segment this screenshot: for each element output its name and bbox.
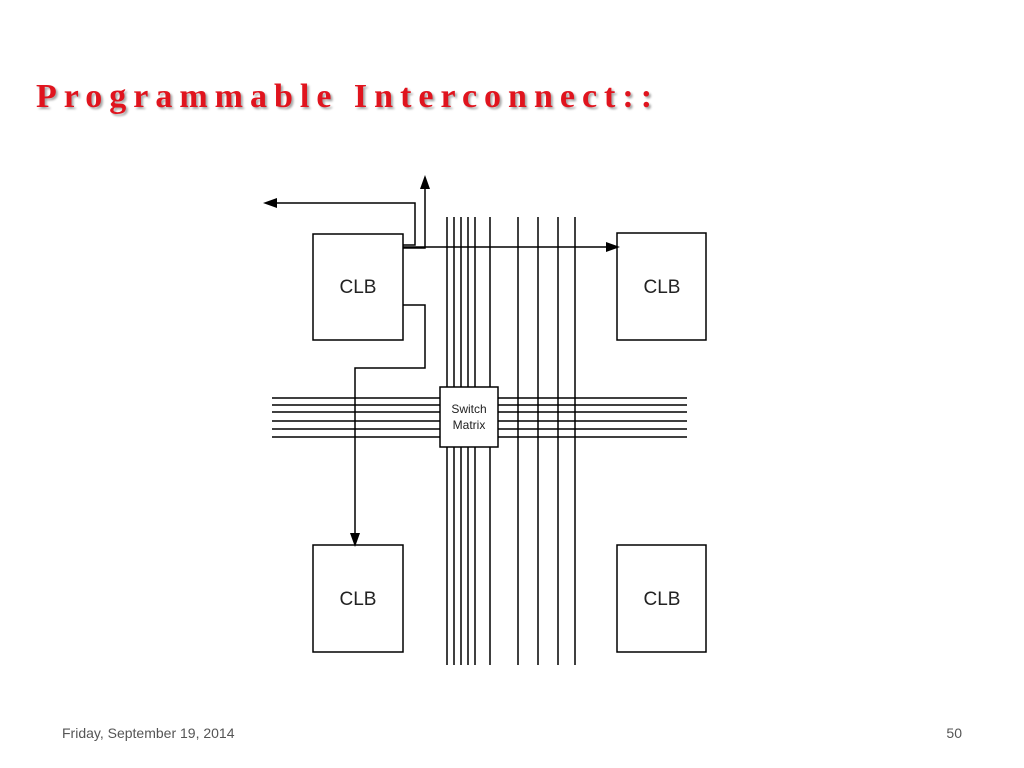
slide-number: 50 [946,725,962,741]
wire-left-output [275,202,416,246]
clb-box [616,232,707,341]
down-arrow-icon [350,533,360,547]
footer-date: Friday, September 19, 2014 [62,725,235,741]
clb-label: CLB [644,589,681,610]
clb-top-left: CLB [312,233,404,341]
arrowheads [263,175,620,547]
clb-connections [275,185,610,538]
slide-title: Programmable Interconnect:: [36,78,660,115]
interconnect-svg: Switch Matrix CLB CLB CLB CLB [225,145,755,697]
wire-down-output [354,304,426,538]
left-arrow-icon [263,198,277,208]
switch-matrix-label-line1: Switch [451,402,486,416]
switch-matrix-label-line2: Matrix [453,418,486,432]
clb-label: CLB [340,277,377,298]
wire-up-output [403,185,426,249]
up-arrow-icon [420,175,430,189]
clb-label: CLB [340,589,377,610]
vertical-channel-right [517,217,576,665]
clb-bottom-right: CLB [616,544,707,653]
clb-label: CLB [644,277,681,298]
switch-matrix: Switch Matrix [439,386,499,448]
right-arrow-icon [606,242,620,252]
clb-box [616,544,707,653]
clb-bottom-left: CLB [312,544,404,653]
interconnect-diagram: Switch Matrix CLB CLB CLB CLB [225,145,755,697]
switch-matrix-box [439,386,499,448]
clb-box [312,544,404,653]
clb-top-right: CLB [616,232,707,341]
clb-box [312,233,404,341]
